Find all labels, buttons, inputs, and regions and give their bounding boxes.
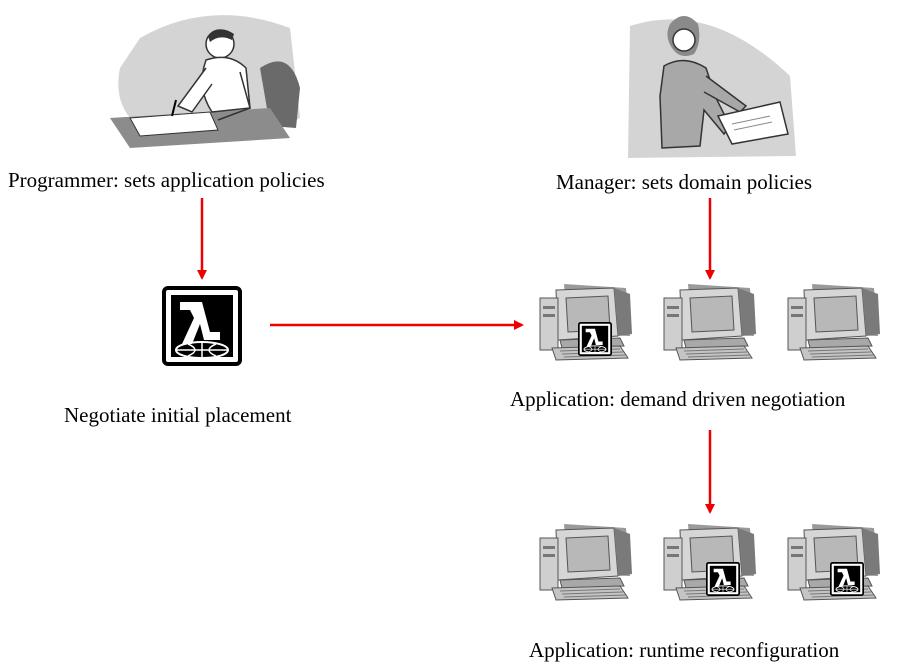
yellow-pages-agent-icon	[578, 322, 612, 356]
manager-figure	[620, 6, 800, 166]
demand-label: Application: demand driven negotiation	[510, 387, 846, 411]
runtime-label: Application: runtime reconfiguration	[529, 638, 840, 662]
computer-runtime-2	[662, 522, 762, 602]
programmer-label: Programmer: sets application policies	[8, 168, 325, 192]
yellow-pages-agent-icon	[830, 562, 864, 596]
computer-demand-3	[786, 282, 886, 362]
negotiate-label: Negotiate initial placement	[64, 403, 292, 427]
computer-runtime-1	[538, 522, 638, 602]
yellow-pages-agent-icon	[706, 562, 740, 596]
programmer-figure	[100, 8, 310, 160]
yellow-pages-agent-icon	[162, 286, 242, 366]
manager-label: Manager: sets domain policies	[556, 170, 813, 194]
computer-runtime-3	[786, 522, 886, 602]
computer-demand-1	[538, 282, 638, 362]
computer-demand-2	[662, 282, 762, 362]
